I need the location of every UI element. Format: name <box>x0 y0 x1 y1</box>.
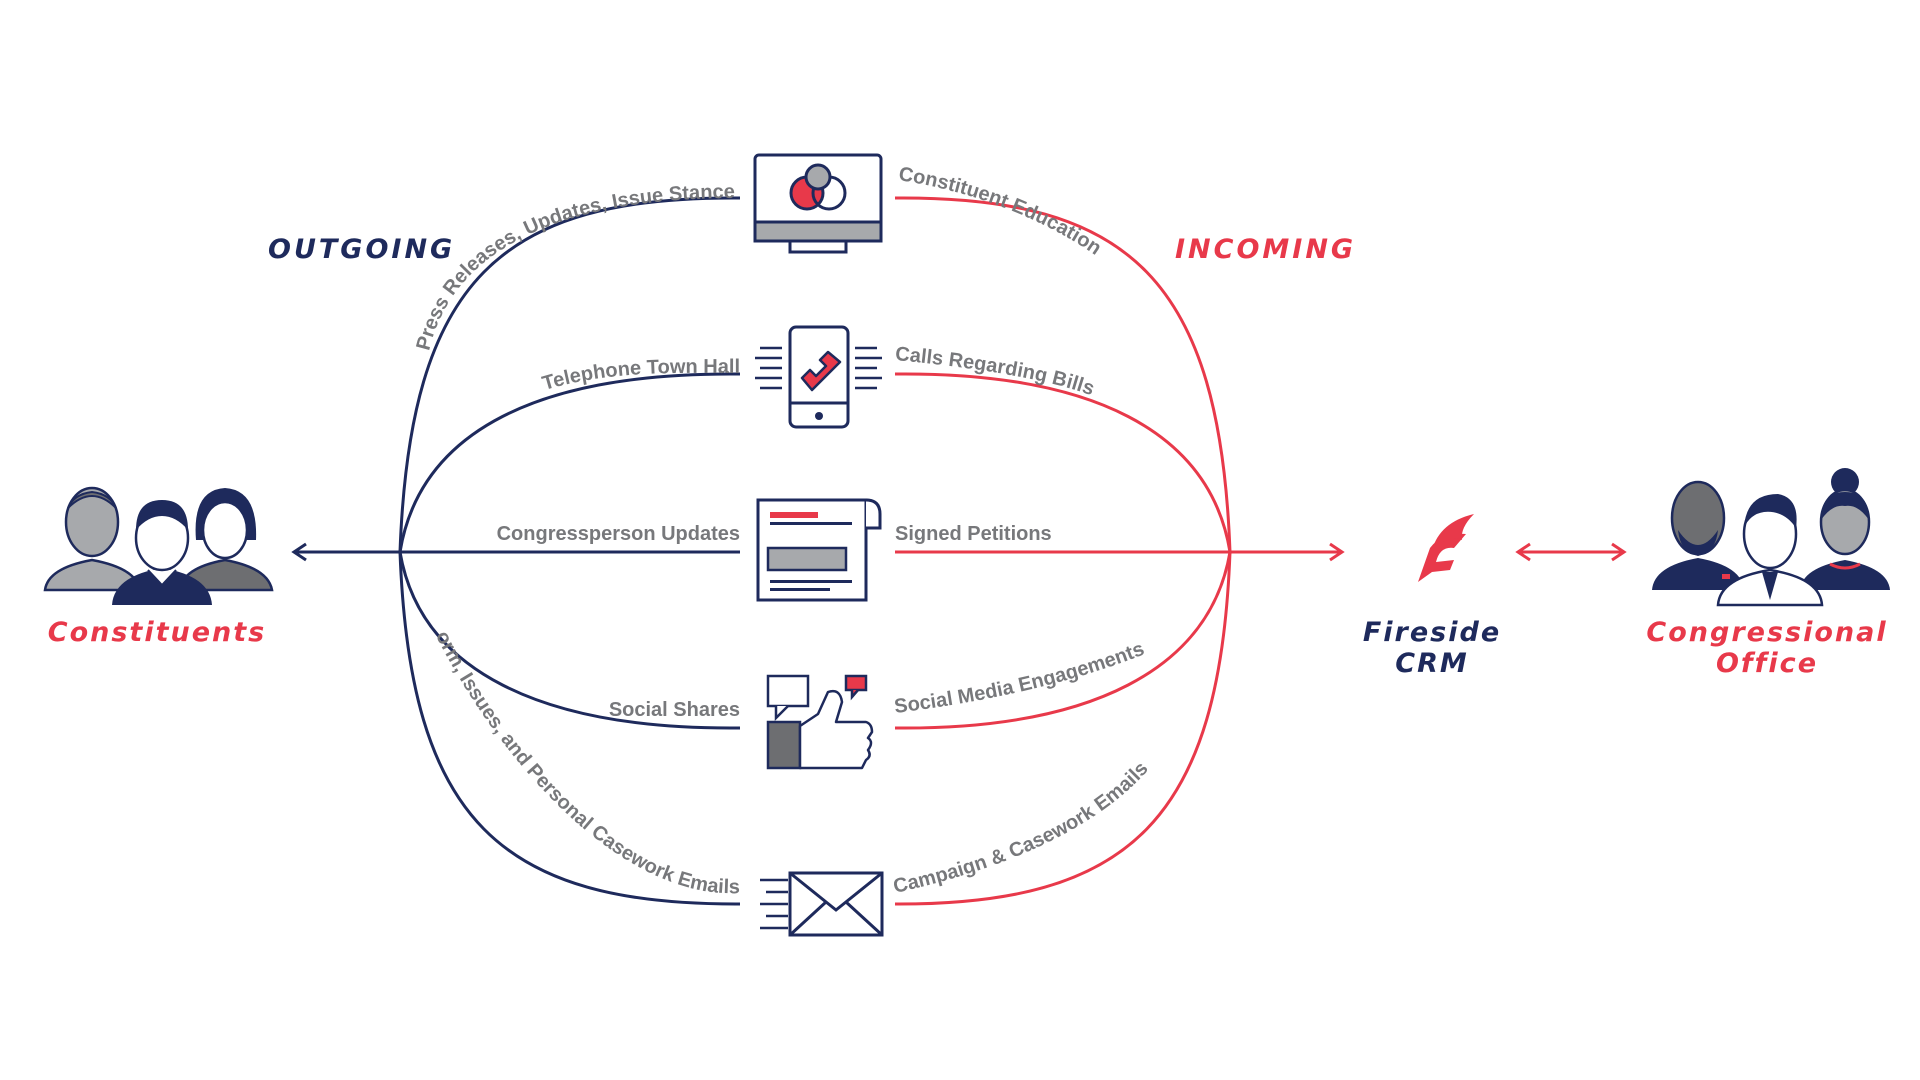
outgoing-header: OUTGOING <box>268 234 455 265</box>
incoming-curve-4 <box>894 551 1232 730</box>
incoming-curves <box>894 196 1627 906</box>
crm-label-line2: CRM <box>1395 648 1468 679</box>
incoming-label-5: Campaign & Casework Emails <box>891 758 1152 898</box>
office-label-line1: Congressional <box>1646 617 1887 648</box>
constituents-avatar-group <box>43 486 274 605</box>
incoming-label-1: Constituent Education <box>897 163 1105 259</box>
outgoing-curves <box>291 196 741 906</box>
email-envelope-icon <box>760 871 884 937</box>
incoming-label-3: Signed Petitions <box>895 523 1052 545</box>
outgoing-label-5: Form, Issues, and Personal Casework Emai… <box>0 0 740 898</box>
outgoing-curve-2 <box>398 372 741 553</box>
constituents-label: Constituents <box>48 617 266 648</box>
outgoing-label-4: Social Shares <box>609 699 740 721</box>
arrowhead-left <box>291 542 307 562</box>
incoming-header: INCOMING <box>1175 234 1356 265</box>
outgoing-curve-1 <box>398 196 741 553</box>
office-label-line2: Office <box>1716 648 1818 679</box>
incoming-curve-5 <box>894 551 1232 906</box>
social-like-icon <box>766 674 874 770</box>
document-icon <box>756 498 882 602</box>
outgoing-label-1: Press Releases, Updates, Issue Stance <box>412 181 735 353</box>
outgoing-label-2: Telephone Town Hall <box>540 356 740 395</box>
congressional-office-avatar-group <box>1652 468 1890 607</box>
fireside-logo-icon <box>1418 514 1474 582</box>
smartphone-call-icon <box>755 325 882 429</box>
incoming-curve-2 <box>894 372 1232 553</box>
incoming-label-2: Calls Regarding Bills <box>894 343 1097 400</box>
arrowhead-right <box>1329 542 1345 562</box>
computer-monitor-icon <box>753 153 883 254</box>
incoming-curve-1 <box>894 196 1232 553</box>
outgoing-label-3: Congressperson Updates <box>497 523 740 545</box>
bidirectional-arrow <box>1515 542 1627 562</box>
outgoing-curve-5 <box>398 551 741 906</box>
incoming-label-4: Social Media Engagements <box>893 638 1147 718</box>
outgoing-curve-4 <box>398 551 741 730</box>
crm-label-line1: Fireside <box>1363 617 1501 648</box>
